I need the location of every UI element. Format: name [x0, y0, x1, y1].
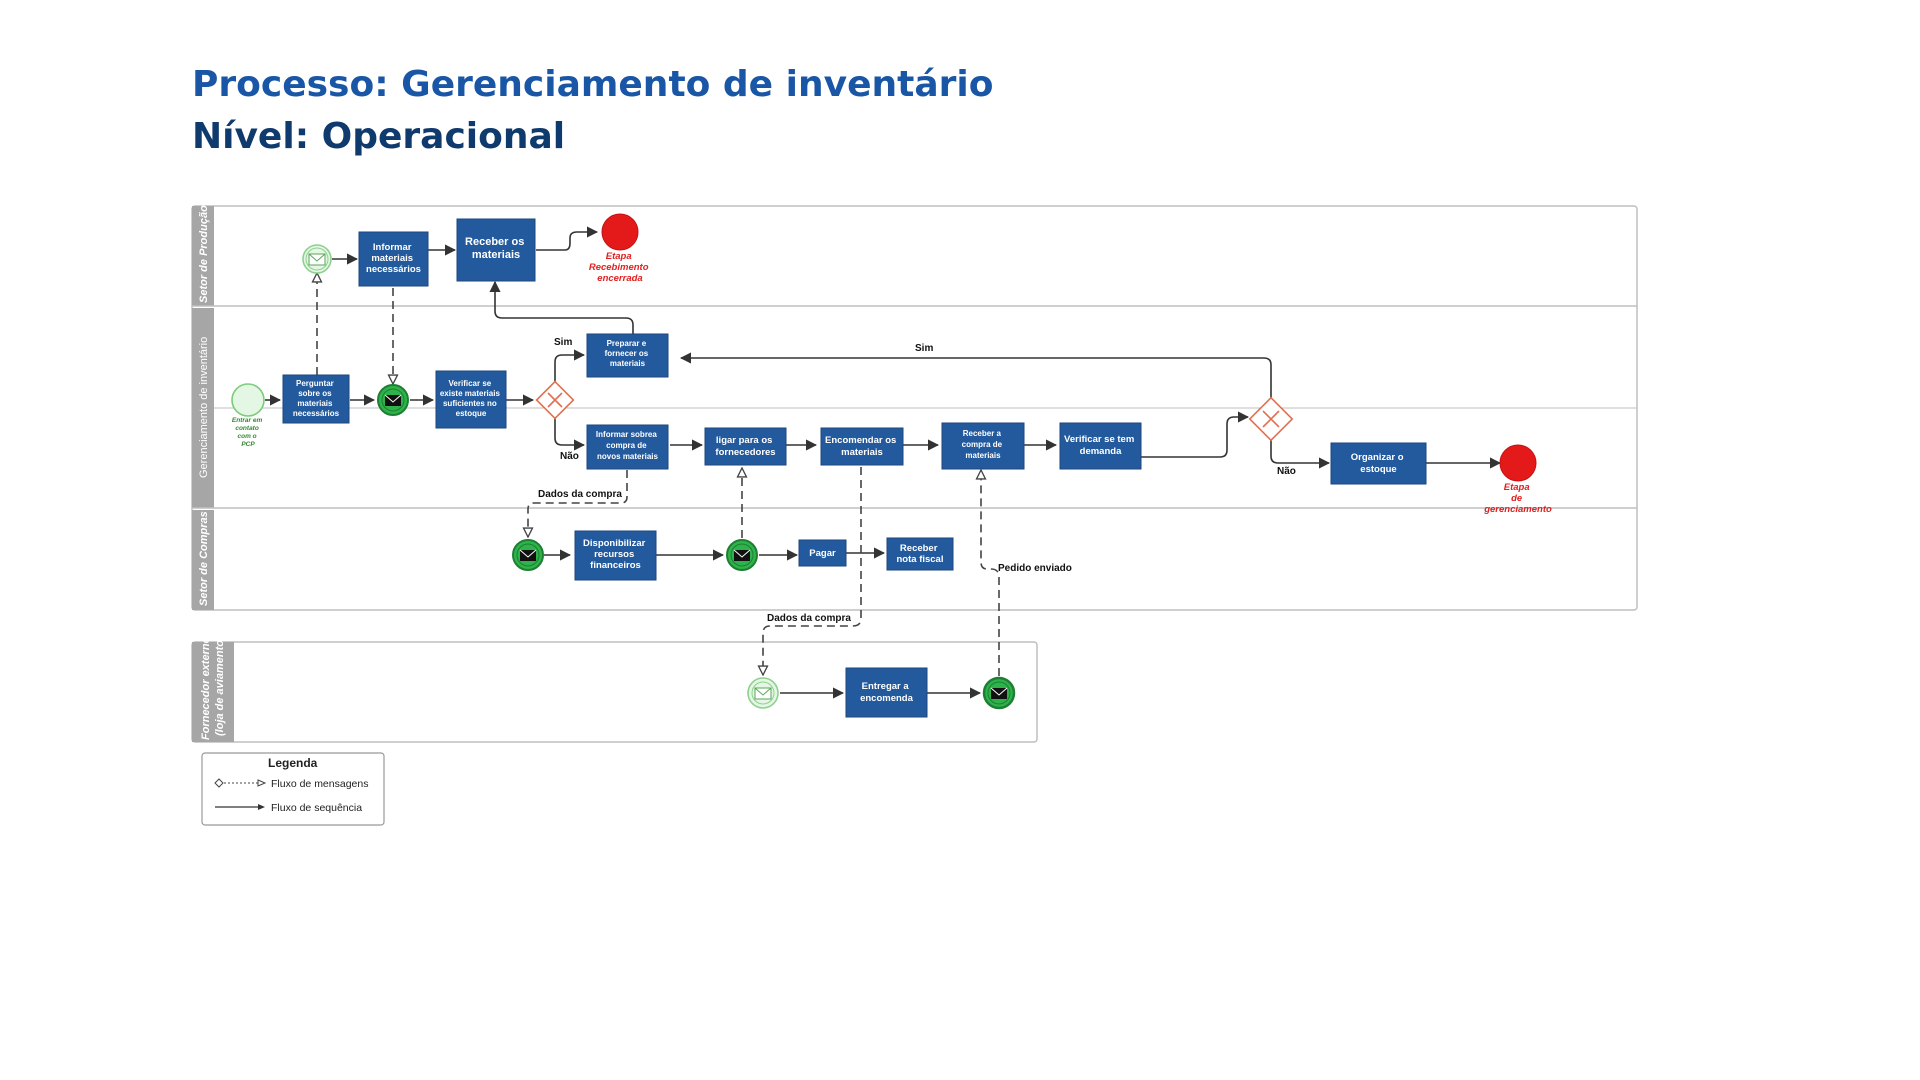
legend-sequence-flow: Fluxo de sequência [215, 802, 362, 814]
message-flow [528, 470, 628, 537]
message-start-event [302, 244, 332, 274]
end-event-label: Etapa de gerenciamento [1483, 482, 1552, 515]
svg-text:Informar materiais: Informar materiais necessários [366, 242, 421, 275]
sequence-flow [1141, 411, 1250, 458]
task-informar-materiais: Informar materiais necessários [358, 231, 429, 287]
lane-label-producao: Setor de Produção [198, 205, 210, 303]
svg-text:Receber a compra de: Receber a compra de materiais [962, 429, 1005, 460]
flow-label-dados-compra: Dados da compra [538, 489, 622, 500]
task-verificar-demanda: Verificar se tem demanda [1059, 422, 1142, 470]
legend-message-flow: Fluxo de mensagens [214, 778, 368, 790]
end-event-label: Etapa Recebimento encerrada [589, 251, 651, 284]
flow-label-pedido-enviado: Pedido enviado [998, 563, 1072, 574]
envelope-icon [733, 549, 751, 561]
svg-text:ligar para os fornecedor: ligar para os fornecedores [715, 435, 775, 458]
exclusive-gateway [1248, 396, 1294, 442]
message-intermediate-event [377, 384, 409, 416]
task-receber-compra: Receber a compra de materiais [941, 422, 1025, 470]
svg-text:Pagar: Pagar [809, 548, 836, 559]
lane-compras: Setor de Compras [192, 510, 214, 610]
svg-text:Preparar e fornecer os: Preparar e fornecer os materiais [605, 339, 651, 368]
flow-label-nao: Não [1277, 466, 1296, 477]
svg-text:Fluxo de sequência: Fluxo de sequência [271, 802, 362, 814]
pool-fornecedor: Fornecedor externo (loja de aviamento) [191, 636, 1038, 743]
message-flow [981, 470, 1000, 676]
message-start-event [747, 677, 779, 709]
task-receber-materiais: Receber os materiais [456, 218, 536, 282]
flow-label-sim: Sim [554, 337, 572, 348]
task-disponibilizar-recursos: Disponibilizar recursos financeiros [574, 530, 657, 581]
envelope-icon [754, 687, 772, 700]
task-verificar-estoque: Verificar se existe materiais suficiente… [435, 370, 507, 429]
message-flows [317, 273, 1000, 676]
flow-labels: Sim Não Sim Não Dados da compra Dados da… [538, 337, 1296, 624]
lane-header [192, 308, 214, 508]
sequence-flows [265, 226, 1502, 699]
task-organizar-estoque: Organizar o estoque [1330, 442, 1427, 485]
task-pagar: Pagar [798, 539, 847, 567]
lane-label-inventario: Gerenciamento de inventário [198, 337, 210, 478]
lane-label-fornecedor: Fornecedor externo [200, 636, 212, 740]
exclusive-gateway [535, 380, 575, 420]
task-ligar-fornecedores: ligar para os fornecedores [704, 427, 787, 466]
sequence-flow [489, 280, 634, 334]
svg-text:Disponibilizar recursos: Disponibilizar recursos financeiros [583, 538, 648, 571]
envelope-icon [519, 549, 537, 561]
envelope-icon [384, 394, 402, 406]
flow-label-dados-compra: Dados da compra [767, 613, 851, 624]
pool-internal: Setor de Produção Gerenciamento de inven… [191, 205, 1638, 611]
flow-label-nao: Não [560, 451, 579, 462]
message-end-event [982, 676, 1016, 710]
message-intermediate-event [726, 539, 758, 571]
lane-header [192, 206, 214, 306]
legend: Legenda Fluxo de mensagens Fluxo de sequ… [201, 752, 385, 826]
process-level: Nível: Operacional [192, 116, 566, 157]
svg-text:Informar sobrea compra d: Informar sobrea compra de novos materiai… [596, 430, 659, 461]
flow-label-sim: Sim [915, 343, 933, 354]
end-event-recebimento: Etapa Recebimento encerrada [589, 213, 651, 284]
svg-text:Organizar o estoque: Organizar o estoque [1351, 452, 1406, 475]
process-title: Processo: Gerenciamento de inventário [192, 64, 994, 105]
sequence-flow-sim [679, 352, 1272, 400]
start-event: Entrar em contato com o PCP [231, 383, 265, 448]
task-entregar-encomenda: Entregar a encomenda [845, 667, 928, 718]
svg-text:Entregar a encomenda: Entregar a encomenda [860, 681, 914, 704]
task-receber-nota-fiscal: Receber nota fiscal [886, 537, 954, 571]
svg-text:Verificar se existe mate: Verificar se existe materiais suficiente… [440, 379, 502, 418]
lane-producao: Setor de Produção [192, 205, 1637, 307]
lane-label-compras: Setor de Compras [198, 511, 210, 606]
start-event-label: Entrar em contato com o PCP [232, 417, 264, 448]
svg-text:Receber nota fiscal: Receber nota fiscal [897, 543, 944, 565]
lane-header [192, 510, 214, 610]
svg-text:Encomendar os materiais: Encomendar os materiais [825, 435, 899, 458]
sequence-flow-sim [554, 349, 586, 390]
legend-title: Legenda [268, 756, 318, 770]
envelope-icon [990, 687, 1008, 699]
lane-header [192, 642, 234, 742]
svg-text:Receber os materiais: Receber os materiais [465, 236, 527, 261]
sequence-flow-nao [554, 410, 586, 451]
svg-text:Perguntar sobre os: Perguntar sobre os materiais necessários [293, 379, 340, 418]
task-informar-compra: Informar sobrea compra de novos materiai… [586, 424, 669, 470]
sequence-flow-nao [1270, 438, 1331, 469]
lane-label-fornecedor-sub: (loja de aviamento) [214, 636, 226, 736]
lane-inventario: Gerenciamento de inventário [192, 308, 1637, 509]
svg-text:Fluxo de mensagens: Fluxo de mensagens [271, 778, 368, 790]
message-intermediate-event [512, 539, 544, 571]
envelope-icon [308, 253, 326, 266]
svg-text:Verificar se tem demanda: Verificar se tem demanda [1064, 434, 1137, 457]
task-encomendar-materiais: Encomendar os materiais [820, 427, 904, 466]
task-preparar-fornecer: Preparar e fornecer os materiais [586, 333, 669, 378]
task-perguntar-materiais: Perguntar sobre os materiais necessários [282, 374, 350, 424]
sequence-flow [536, 226, 599, 251]
end-event-gerenciamento: Etapa de gerenciamento [1483, 444, 1552, 515]
